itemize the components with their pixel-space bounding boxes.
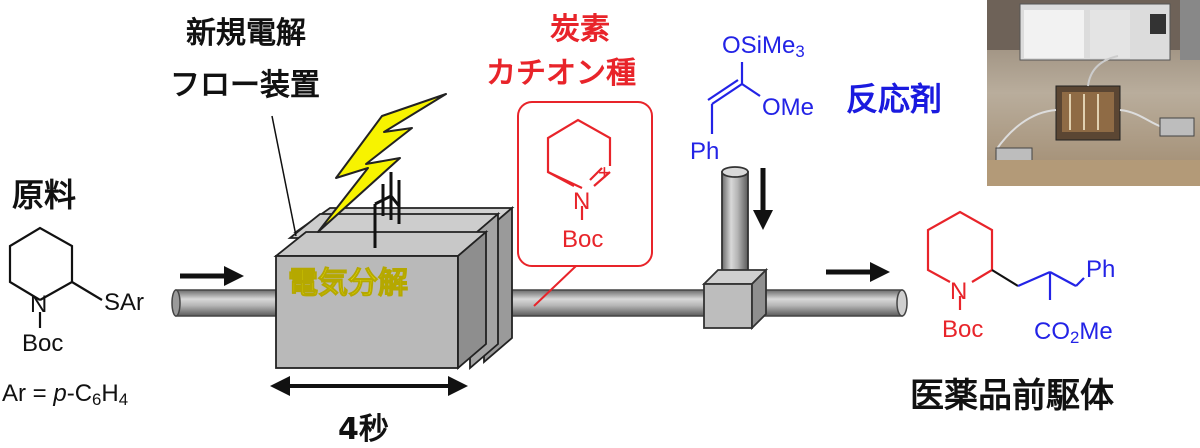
outlet-tube xyxy=(751,289,903,317)
device-label-pointer xyxy=(271,115,297,237)
product-group-ph: Ph xyxy=(1086,256,1116,283)
product-structure xyxy=(926,210,1085,310)
lightning-bolt-icon xyxy=(317,93,447,233)
sm-group-sar: SAr xyxy=(104,289,145,316)
sm-group-boc: Boc xyxy=(22,330,64,357)
reagent-group-ome: OMe xyxy=(762,94,815,121)
outlet-arrow xyxy=(826,262,890,282)
product-group-boc: Boc xyxy=(942,316,984,343)
reagent-feed-arrow xyxy=(753,168,773,230)
carbocation-atom-n: N xyxy=(573,188,591,215)
electrode-wires xyxy=(373,172,401,248)
ar-definition: Ar = p-C6H4 xyxy=(2,380,129,410)
product-label: 医薬品前駆体 xyxy=(910,376,1114,416)
carbocation-callout-box xyxy=(517,101,653,267)
starting-material-structure xyxy=(8,226,103,328)
reagent-structure xyxy=(707,62,761,134)
reagent-group-ph: Ph xyxy=(690,138,720,165)
electrolysis-cell xyxy=(273,206,515,370)
reagent-group-osime3: OSiMe3 xyxy=(722,32,805,62)
starting-material-label: 原料 xyxy=(12,176,77,214)
electrolysis-label: 電気分解 xyxy=(288,266,409,302)
carbocation-label-line1: 炭素 xyxy=(550,12,610,47)
apparatus-photo xyxy=(987,0,1200,186)
inlet-arrow xyxy=(180,266,244,286)
mixer-junction xyxy=(701,166,769,331)
carbocation-charge: + xyxy=(598,160,611,185)
reagent-label: 反応剤 xyxy=(846,80,943,118)
product-group-co2me: CO2Me xyxy=(1034,318,1113,348)
residence-time-label: 4秒 xyxy=(338,412,389,447)
residence-time-arrow xyxy=(270,376,468,396)
carbocation-structure xyxy=(546,118,612,220)
flow-device-label-line1: 新規電解 xyxy=(186,16,306,51)
carbocation-label-line2: カチオン種 xyxy=(486,56,636,91)
inlet-tube xyxy=(175,289,287,317)
sm-atom-n: N xyxy=(30,291,48,318)
flow-device-label-line2: フロー装置 xyxy=(170,68,320,103)
callout-pointer xyxy=(533,265,577,307)
product-atom-n: N xyxy=(950,278,968,305)
carbocation-group-boc: Boc xyxy=(562,226,604,253)
